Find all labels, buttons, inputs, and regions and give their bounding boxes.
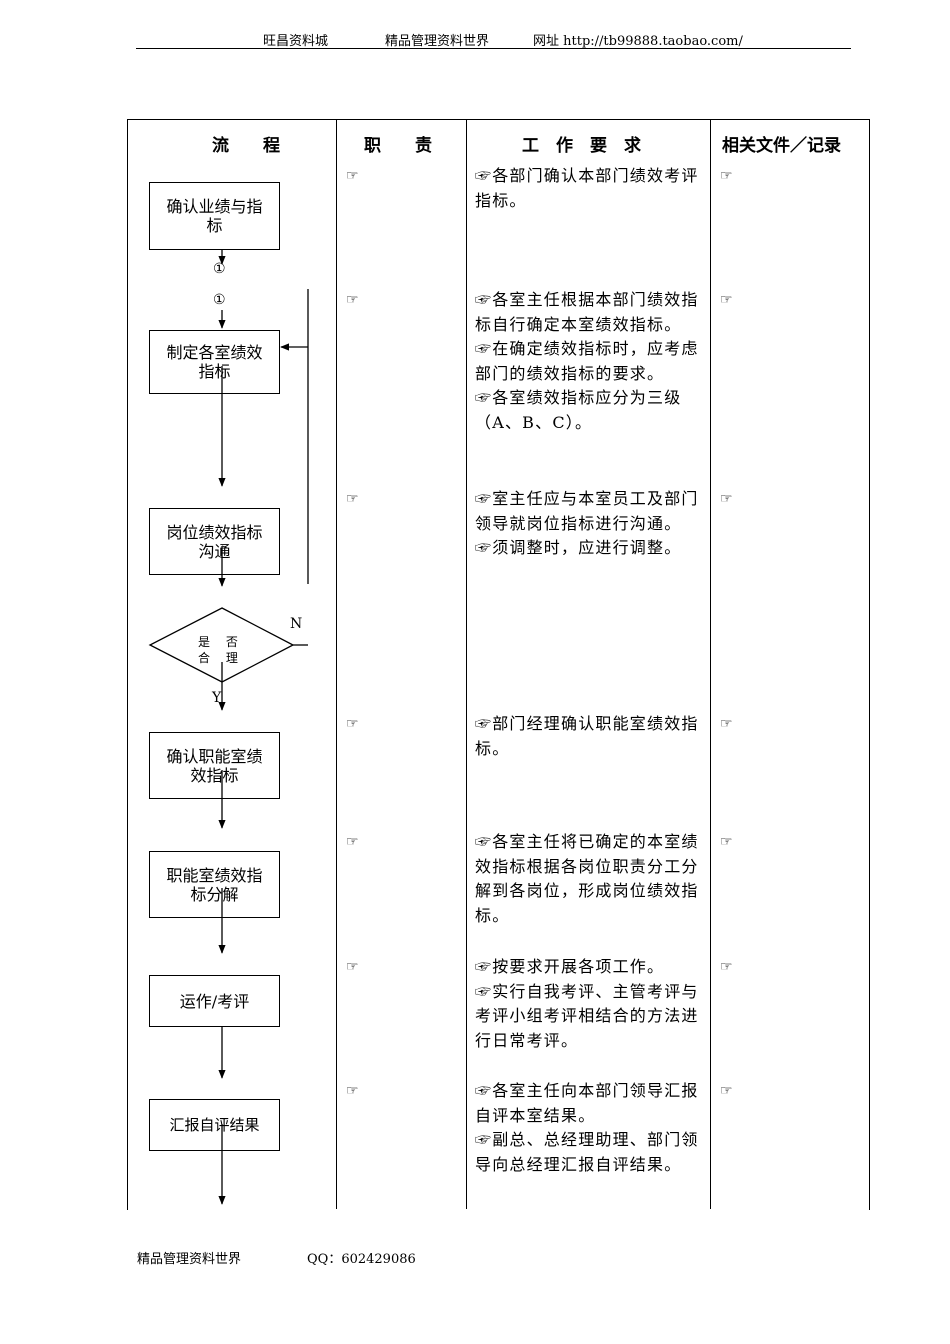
- requirement-cell: ☞各室主任向本部门领导汇报自评本室结果。 ☞副总、总经理助理、部门领导向总经理汇…: [475, 1079, 705, 1177]
- record-marker: ☞: [720, 716, 733, 732]
- decision-yes-label: Y: [212, 690, 222, 706]
- requirement-cell: ☞各部门确认本部门绩效考评指标。: [475, 164, 705, 213]
- footer-qq: QQ：602429086: [307, 1252, 416, 1267]
- duty-marker: ☞: [346, 1083, 359, 1099]
- duty-marker: ☞: [346, 168, 359, 184]
- procedure-table: [127, 119, 870, 1210]
- decision-text: 是 否 合 理: [198, 635, 244, 665]
- column-divider: [466, 119, 467, 1209]
- duty-marker: ☞: [346, 292, 359, 308]
- process-box: 运作/考评: [149, 975, 280, 1027]
- process-box: 汇报自评结果: [149, 1099, 280, 1151]
- process-label: 确认职能室绩效指标: [166, 746, 263, 785]
- process-label: 岗位绩效指标沟通: [166, 522, 263, 561]
- requirement-text: ☞各室主任将已确定的本室绩效指标根据各岗位职责分工分解到各岗位，形成岗位绩效指标…: [475, 832, 699, 925]
- record-marker: ☞: [720, 292, 733, 308]
- header-brand: 精品管理资料世界: [385, 34, 490, 49]
- header-site: 网址 http://tb99888.taobao.com/: [533, 34, 743, 49]
- process-label: 运作/考评: [179, 991, 250, 1011]
- process-box: 制定各室绩效指标: [149, 330, 280, 394]
- requirement-cell: ☞按要求开展各项工作。 ☞实行自我考评、主管考评与考评小组考评相结合的方法进行日…: [475, 955, 705, 1053]
- process-box: 岗位绩效指标沟通: [149, 508, 280, 575]
- record-marker: ☞: [720, 491, 733, 507]
- column-divider: [710, 119, 711, 1209]
- connector-label: ①: [213, 292, 226, 308]
- header-shop: 旺昌资料城: [263, 34, 329, 49]
- requirement-cell: ☞各室主任根据本部门绩效指标自行确定本室绩效指标。 ☞在确定绩效指标时，应考虑部…: [475, 288, 705, 435]
- connector-label: ①: [213, 261, 226, 277]
- process-label: 确认业绩与指标: [166, 197, 263, 235]
- process-label: 职能室绩效指标分解: [166, 865, 263, 904]
- record-marker: ☞: [720, 1083, 733, 1099]
- column-divider: [336, 119, 337, 1209]
- requirement-text: ☞各部门确认本部门绩效考评指标。: [475, 166, 699, 210]
- process-box: 职能室绩效指标分解: [149, 851, 280, 918]
- requirement-text: ☞各室主任根据本部门绩效指标自行确定本室绩效指标。: [475, 290, 699, 334]
- requirement-cell: ☞部门经理确认职能室绩效指标。: [475, 712, 705, 761]
- requirement-cell: ☞各室主任将已确定的本室绩效指标根据各岗位职责分工分解到各岗位，形成岗位绩效指标…: [475, 830, 705, 928]
- duty-marker: ☞: [346, 834, 359, 850]
- column-header-duty: 职 责: [364, 136, 432, 156]
- column-header-flow: 流 程: [212, 136, 280, 156]
- requirement-text: ☞各室绩效指标应分为三级（A、B、C）。: [475, 388, 682, 432]
- requirement-text: ☞在确定绩效指标时，应考虑部门的绩效指标的要求。: [475, 339, 699, 383]
- column-header-records: 相关文件／记录: [722, 136, 841, 156]
- requirement-text: ☞按要求开展各项工作。: [475, 957, 665, 976]
- requirement-cell: ☞室主任应与本室员工及部门领导就岗位指标进行沟通。 ☞须调整时，应进行调整。: [475, 487, 705, 561]
- requirement-text: ☞副总、总经理助理、部门领导向总经理汇报自评结果。: [475, 1130, 699, 1174]
- requirement-text: ☞实行自我考评、主管考评与考评小组考评相结合的方法进行日常考评。: [475, 981, 699, 1050]
- duty-marker: ☞: [346, 491, 359, 507]
- process-label: 制定各室绩效指标: [166, 343, 263, 381]
- column-header-requirement: 工 作 要 求: [522, 136, 641, 156]
- requirement-text: ☞部门经理确认职能室绩效指标。: [475, 714, 699, 758]
- record-marker: ☞: [720, 168, 733, 184]
- duty-marker: ☞: [346, 959, 359, 975]
- process-label: 汇报自评结果: [169, 1115, 260, 1134]
- decision-no-label: N: [290, 616, 303, 632]
- requirement-text: ☞各室主任向本部门领导汇报自评本室结果。: [475, 1081, 699, 1125]
- requirement-text: ☞室主任应与本室员工及部门领导就岗位指标进行沟通。: [475, 489, 699, 533]
- duty-marker: ☞: [346, 716, 359, 732]
- process-box: 确认业绩与指标: [149, 182, 280, 250]
- requirement-text: ☞须调整时，应进行调整。: [475, 538, 682, 557]
- header-rule: [136, 48, 851, 49]
- process-box: 确认职能室绩效指标: [149, 732, 280, 799]
- record-marker: ☞: [720, 959, 733, 975]
- record-marker: ☞: [720, 834, 733, 850]
- footer-brand: 精品管理资料世界: [137, 1252, 242, 1267]
